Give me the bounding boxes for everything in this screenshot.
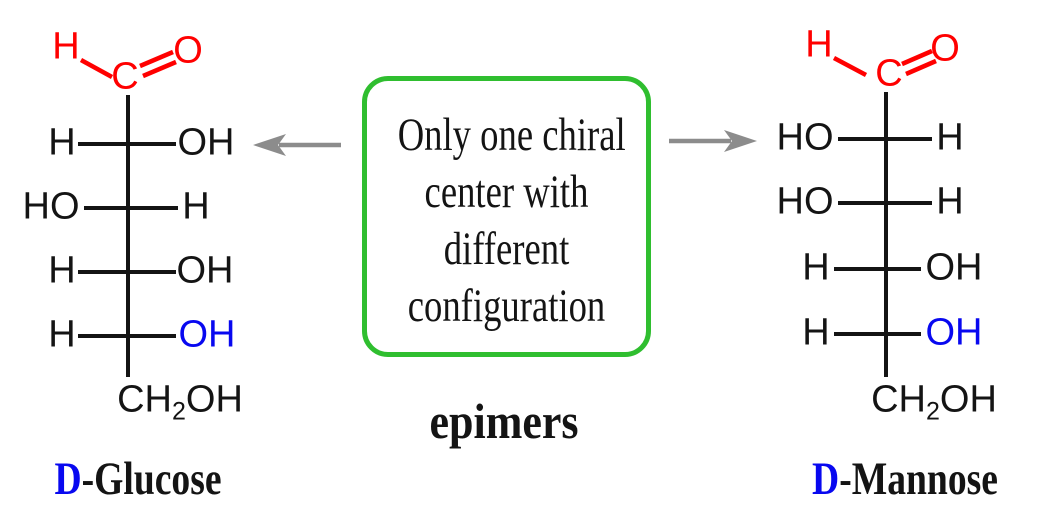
glucose-c2-right-label: OH — [177, 121, 235, 164]
mannose-aldehyde-c-label: C — [875, 52, 903, 95]
mannose-ch2oh-pre: CH — [871, 378, 926, 421]
mannose-c3-right-label: H — [936, 180, 964, 223]
glucose-d-prefix: D — [54, 453, 82, 505]
mannose-ch2oh-sub: 2 — [925, 397, 940, 426]
right-arrow-icon — [669, 130, 757, 152]
info-line-2: center with — [424, 166, 589, 218]
mannose-name-label: D-Mannose — [812, 452, 998, 506]
glucose-c4-right-label: OH — [176, 249, 234, 292]
mannose-ch2oh-label: CH2OH — [871, 378, 997, 424]
glucose-aldehyde-bonds — [79, 49, 177, 79]
glucose-aldehyde-h-label: H — [52, 25, 80, 68]
glucose-backbone-and-bonds — [78, 95, 178, 377]
mannose-backbone-and-bonds — [834, 92, 932, 377]
glucose-c3-right-label: H — [182, 185, 210, 228]
left-arrow-icon — [253, 134, 341, 156]
mannose-aldehyde-bonds — [832, 48, 937, 77]
glucose-name-rest: -Glucose — [81, 453, 222, 505]
mannose-c4-right-label: OH — [925, 246, 983, 289]
glucose-aldehyde-o-label: O — [173, 29, 203, 72]
glucose-c4-left-label: H — [48, 249, 76, 292]
glucose-ch2oh-post: OH — [185, 378, 243, 421]
glucose-ch2oh-label: CH2OH — [117, 378, 243, 424]
mannose-c5-left-label: H — [802, 311, 830, 354]
mannose-aldehyde-h-label: H — [805, 23, 833, 66]
info-line-3: different — [443, 223, 570, 275]
mannose-c3-left-label: HO — [776, 180, 834, 223]
mannose-c4-left-label: H — [802, 246, 830, 289]
mannose-c2-right-label: H — [936, 116, 964, 159]
mannose-c2-left-label: HO — [776, 116, 834, 159]
mannose-c5-oh-blue-label: OH — [925, 311, 983, 354]
mannose-name-rest: -Mannose — [839, 453, 998, 505]
glucose-c3-left-label: HO — [22, 185, 80, 228]
glucose-c5-oh-blue-label: OH — [178, 313, 236, 356]
epimers-caption: epimers — [429, 393, 579, 449]
chiral-center-info-box: Only one chiral center with different co… — [362, 76, 651, 357]
glucose-ch2oh-pre: CH — [117, 378, 172, 421]
glucose-ch2oh-sub: 2 — [171, 397, 186, 426]
info-line-4: configuration — [407, 280, 606, 332]
glucose-name-label: D-Glucose — [54, 452, 221, 506]
mannose-d-prefix: D — [812, 453, 840, 505]
glucose-aldehyde-c-label: C — [111, 55, 139, 98]
mannose-ch2oh-post: OH — [939, 378, 997, 421]
glucose-c5-left-label: H — [48, 313, 76, 356]
glucose-c2-left-label: H — [48, 121, 76, 164]
info-line-1: Only one chiral — [397, 109, 626, 161]
mannose-aldehyde-o-label: O — [930, 27, 960, 70]
